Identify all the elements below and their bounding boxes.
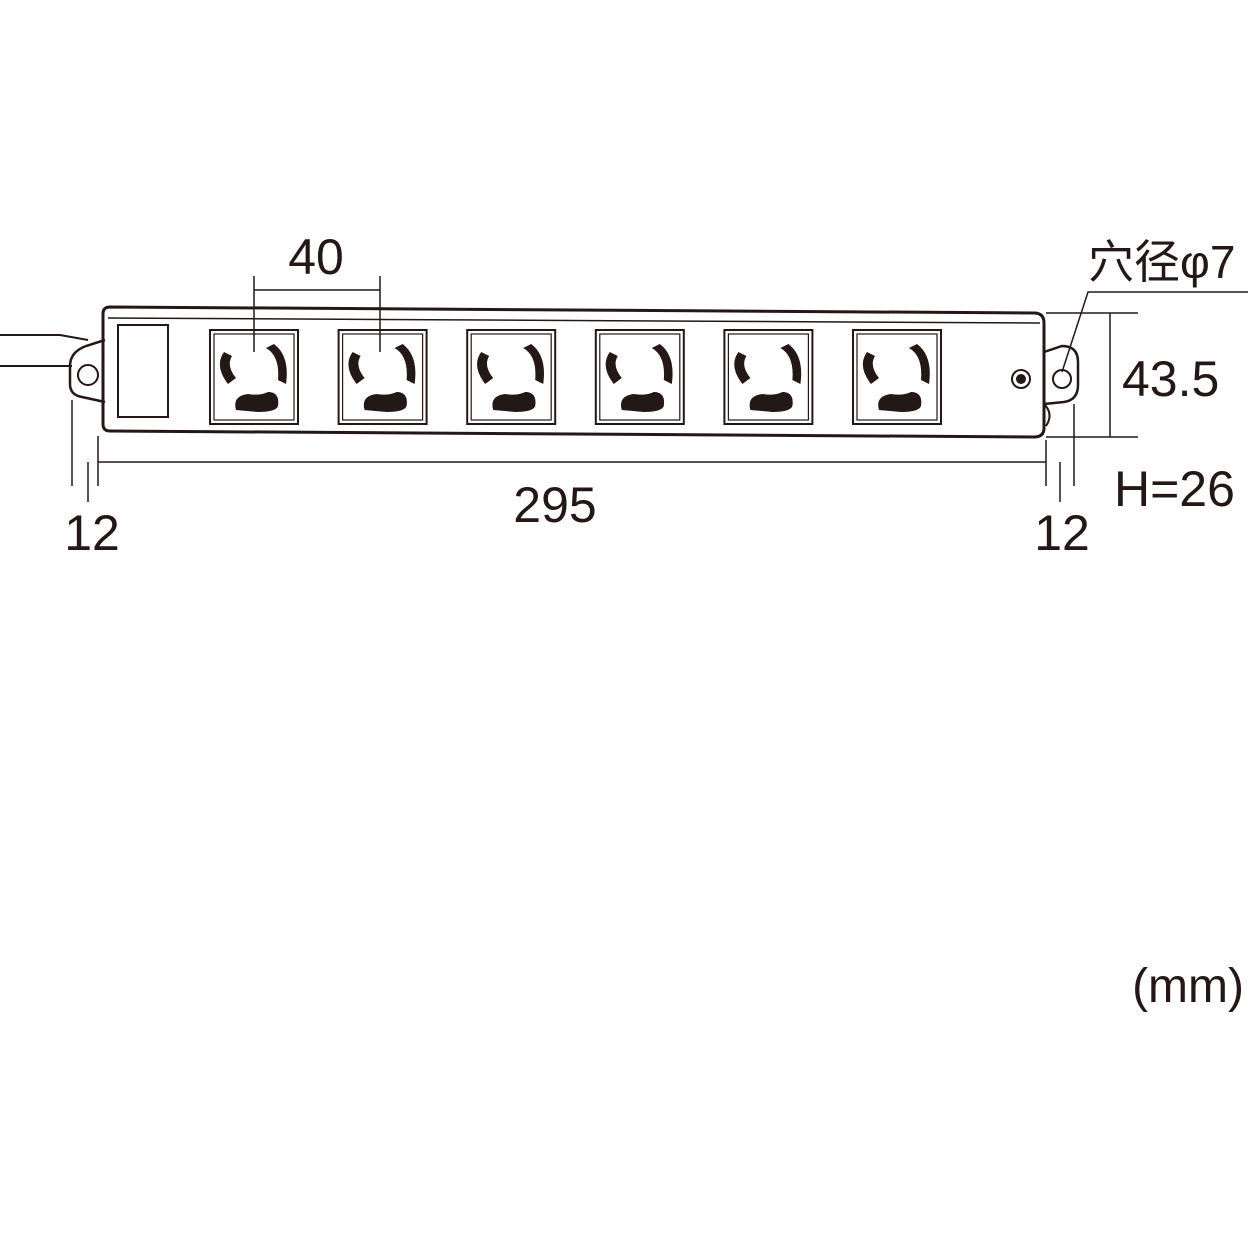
outlet-left-slot: [862, 352, 879, 384]
outlet-right-slot: [651, 344, 673, 384]
power-switch: [117, 324, 169, 418]
outlet: [466, 329, 557, 425]
outlet-right-slot: [394, 344, 416, 384]
outlet-ground-hole: [235, 392, 279, 412]
length-dimension: 295 12 12: [64, 400, 1090, 561]
outlet-ground-hole: [363, 392, 407, 412]
outlet: [852, 329, 942, 425]
outlet-right-slot: [523, 344, 544, 384]
outlet-ground-hole: [492, 392, 536, 412]
unit-label: (mm): [1132, 960, 1244, 1013]
outlet-right-slot: [780, 344, 802, 384]
width-dimension: 43.5: [1046, 312, 1219, 438]
right-mounting-tab: [1043, 344, 1080, 427]
outlet-right-slot: [909, 344, 930, 384]
outlet-ground-hole: [878, 392, 922, 412]
outlet: [594, 329, 685, 425]
outlet-left-slot: [219, 352, 236, 384]
outlet-left-slot: [348, 352, 365, 384]
outlet-ground-hole: [621, 392, 665, 412]
outlet-right-slot: [266, 344, 287, 384]
outlet-ground-hole: [749, 392, 793, 412]
width-label: 43.5: [1122, 351, 1219, 407]
hole-diameter-label: 穴径φ7: [1088, 236, 1235, 288]
left-tab-label: 12: [64, 505, 120, 561]
outlet: [723, 329, 814, 425]
strip-body: [101, 305, 1046, 439]
outlet: [337, 329, 428, 425]
outlet-left-slot: [734, 352, 751, 384]
hole-diameter-dimension: 穴径φ7: [1061, 236, 1248, 373]
power-cord: [0, 334, 89, 367]
outlet-pitch-label: 40: [288, 229, 344, 285]
indicator-lamp: [1011, 369, 1031, 389]
outlet-left-slot: [477, 352, 494, 384]
outlet-row: [209, 329, 942, 425]
outlet-left-slot: [605, 352, 622, 384]
right-tab-label: 12: [1034, 505, 1090, 561]
outlet-pitch-dimension: 40: [253, 229, 381, 352]
left-mounting-tab: [68, 338, 106, 404]
length-label: 295: [513, 477, 596, 533]
height-label: H=26: [1114, 461, 1235, 517]
